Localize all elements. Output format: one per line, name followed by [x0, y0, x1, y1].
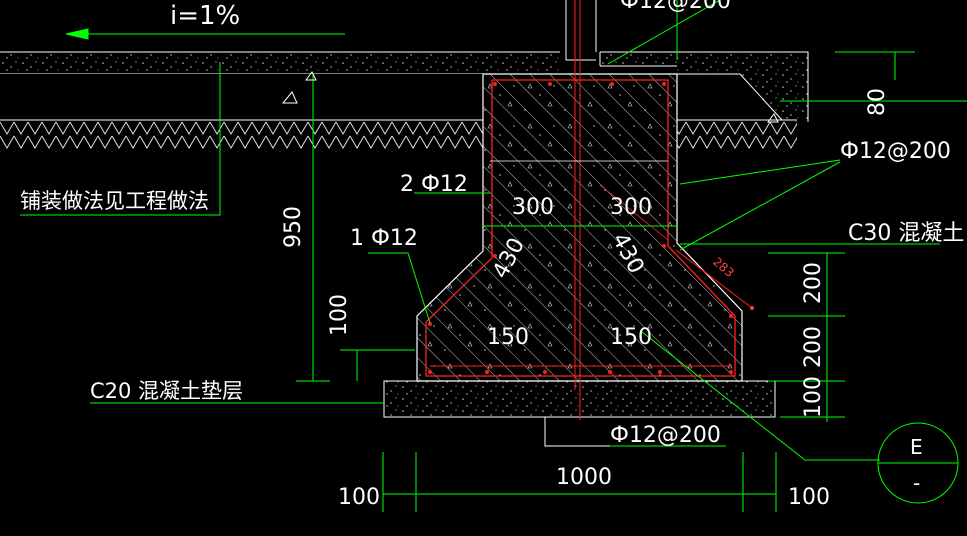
- dim-100-bottom-left: 100: [338, 485, 380, 510]
- upper-column: [565, 0, 597, 61]
- dimension-lines: [20, 0, 967, 512]
- pavement-layer: [0, 51, 809, 122]
- c20-cushion-label: C20 混凝土垫层: [90, 379, 243, 403]
- dim-283: 283: [710, 255, 737, 280]
- paving-note-label: 铺装做法见工程做法: [20, 189, 209, 213]
- stirrup-right-label: Ф12@200: [840, 139, 951, 164]
- dim-950: 950: [281, 206, 306, 248]
- dim-150-b: 150: [610, 325, 652, 350]
- bottom-rebar-label: Ф12@200: [610, 423, 721, 448]
- c30-label: C30 混凝土: [848, 221, 964, 246]
- dim-300-b: 300: [610, 195, 652, 220]
- dim-200-a: 200: [801, 262, 826, 304]
- level-markers: [281, 71, 779, 123]
- dim-1000: 1000: [556, 465, 612, 490]
- dim-100-left: 100: [327, 294, 352, 336]
- dim-150-a: 150: [487, 325, 529, 350]
- dim-300-a: 300: [512, 195, 554, 220]
- base-course: [0, 74, 797, 152]
- dim-100-bottom-right: 100: [788, 485, 830, 510]
- dim-80: 80: [865, 88, 890, 116]
- dim-200-b: 200: [801, 326, 826, 368]
- slope-label: i=1%: [170, 1, 240, 31]
- section-symbol: E: [910, 435, 923, 459]
- top-rebar-label: Ф12@200: [620, 0, 731, 14]
- rebar-2-label: 2 Ф12: [400, 172, 468, 197]
- annotation-texts: i=1% Ф12@200 铺装做法见工程做法 2 Ф12 1 Ф12 Ф12@2…: [20, 0, 964, 495]
- rebar-1-label: 1 Ф12: [350, 226, 418, 251]
- dim-100-right: 100: [801, 376, 826, 418]
- diag-dimension-283: [599, 184, 754, 310]
- rebar-layout: [425, 0, 736, 420]
- section-sub: -: [913, 471, 920, 495]
